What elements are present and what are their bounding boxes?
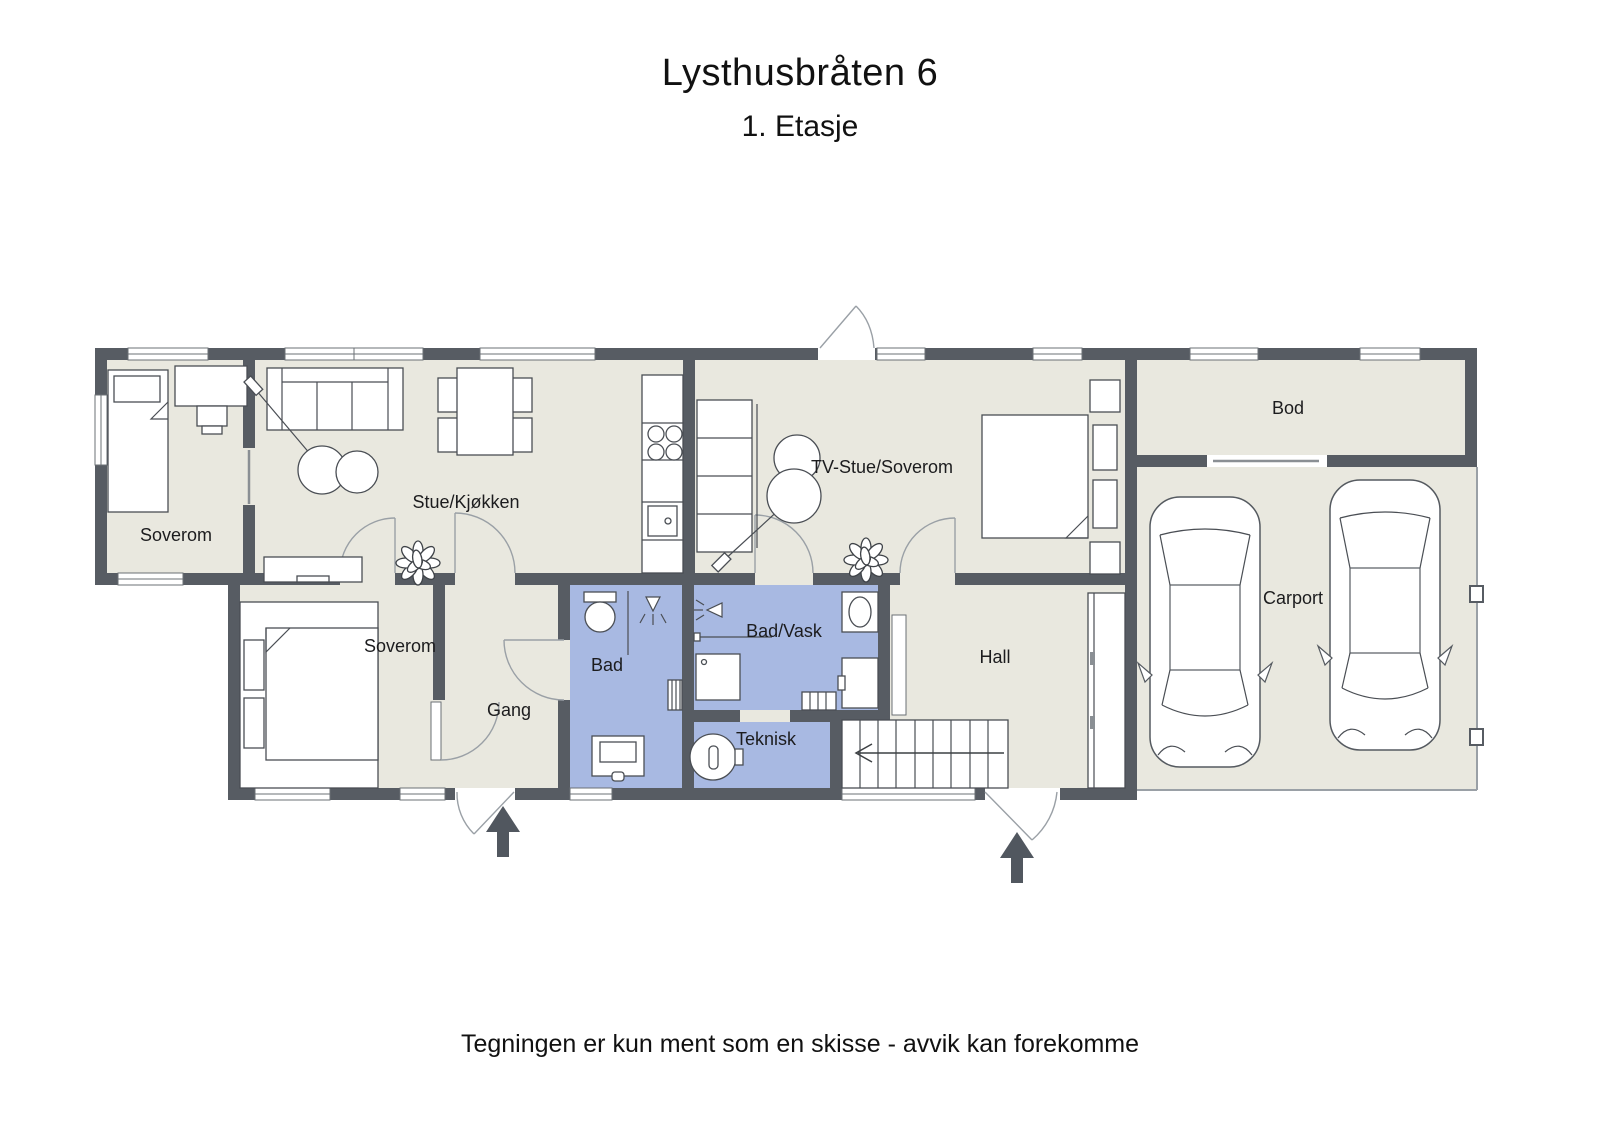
bathroom-sink (841, 591, 879, 633)
tv-bench (263, 556, 363, 583)
kitchen-sink (647, 505, 678, 537)
window (1032, 347, 1083, 361)
floor-lamp (243, 375, 379, 495)
door-opening (455, 788, 515, 800)
walls (95, 348, 1477, 800)
sofa (266, 367, 404, 431)
car (1137, 496, 1273, 768)
stair-direction-arrow (854, 743, 873, 763)
room-label-bad-vask: Bad/Vask (746, 621, 823, 641)
plant (395, 540, 441, 586)
window (1189, 347, 1259, 361)
double-bed (239, 601, 379, 789)
room-label-bod: Bod (1272, 398, 1304, 418)
shower (627, 591, 667, 655)
radiator (801, 691, 837, 711)
floor-lamp (710, 434, 822, 573)
door-opening (818, 348, 875, 360)
door-opening (900, 573, 955, 585)
page-title: Lysthusbråten 6 (661, 52, 939, 94)
wardrobe (1087, 592, 1126, 789)
room-label-soverom-lower: Soverom (364, 636, 436, 656)
door-leaf (430, 701, 442, 761)
shelf-unit (696, 399, 758, 553)
window (1359, 347, 1421, 361)
hall-cabinet (891, 614, 907, 716)
window (399, 787, 446, 801)
carport-post (1469, 585, 1484, 603)
door-opening (558, 640, 570, 700)
room-label-hall: Hall (979, 647, 1010, 667)
entrance-arrow (486, 806, 520, 857)
radiator (667, 679, 683, 711)
desk-and-chair (174, 365, 248, 435)
dining-table (437, 367, 533, 456)
bod-floor (1137, 360, 1465, 455)
carport-post (1469, 728, 1484, 746)
room-label-gang: Gang (487, 700, 531, 720)
window (569, 787, 613, 801)
shower-cabin (837, 657, 879, 709)
water-heater (689, 733, 744, 781)
bathroom-sink (591, 735, 645, 782)
car (1317, 479, 1453, 751)
room-label-carport: Carport (1263, 588, 1323, 608)
shower-head-symbol (694, 599, 723, 621)
double-bed (981, 379, 1121, 575)
window (876, 347, 926, 361)
page-subtitle: 1. Etasje (741, 110, 859, 143)
staircase (841, 719, 1009, 789)
kitchen-counter (641, 374, 684, 574)
doors (247, 305, 1319, 841)
window (127, 347, 209, 361)
windows (94, 347, 1421, 801)
window (841, 787, 976, 801)
room-label-tv-stue: TV-Stue/Soverom (811, 457, 953, 477)
single-bed (107, 369, 169, 513)
door-opening (985, 788, 1060, 800)
window (94, 394, 108, 466)
carport-boundary (1137, 467, 1484, 791)
room-label-teknisk: Teknisk (736, 729, 797, 749)
washing-machine (695, 653, 741, 701)
door-opening (455, 573, 515, 585)
window (117, 572, 184, 586)
disclaimer-text: Tegningen er kun ment som en skisse - av… (460, 1030, 1140, 1058)
room-label-bad: Bad (591, 655, 623, 675)
window (284, 347, 424, 361)
towel-bar (693, 632, 772, 642)
door-opening (755, 573, 813, 585)
plant (843, 537, 889, 583)
window (479, 347, 596, 361)
room-label-soverom-top: Soverom (140, 525, 212, 545)
toilet (583, 591, 617, 633)
window (254, 787, 331, 801)
entrance-arrow (1000, 832, 1034, 883)
room-label-stue-kjokken: Stue/Kjøkken (412, 492, 519, 512)
